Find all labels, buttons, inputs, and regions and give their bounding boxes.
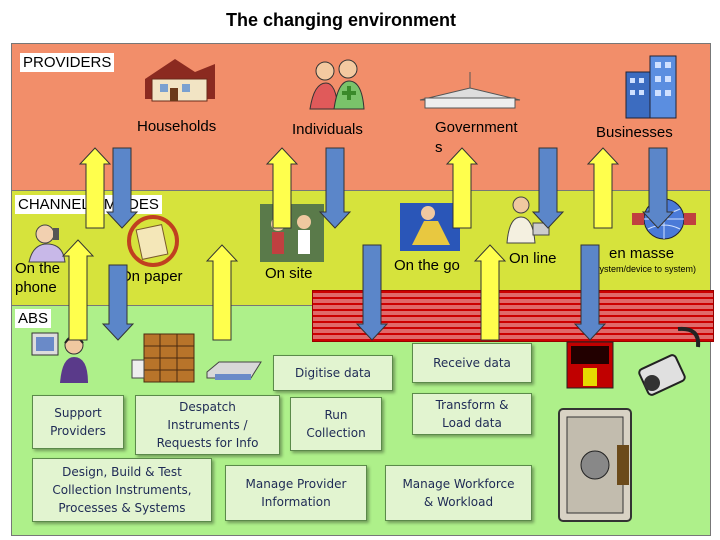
manage-workforce-box: Manage Workforce & Workload (385, 465, 532, 521)
down-arrow-households (105, 147, 139, 229)
down-arrow-businesses (641, 147, 675, 229)
up-arrow-shape (473, 244, 507, 341)
digitise-data-box: Digitise data (273, 355, 393, 391)
database-screen-icon (566, 341, 614, 389)
on-line-label: On line (509, 250, 557, 267)
design-build-test-box: Design, Build & Test Collection Instrume… (32, 458, 212, 522)
individuals-label: Individuals (292, 121, 363, 138)
down-arrow-individuals (318, 147, 352, 229)
providers-tag: PROVIDERS (20, 53, 115, 72)
diagram-title: The changing environment (225, 10, 457, 30)
office-building-icon (625, 55, 677, 119)
up-arrow-shape (265, 147, 299, 229)
households-label: Households (137, 118, 217, 135)
up-arrow-shape (445, 147, 479, 229)
transform-load-box: Transform & Load data (412, 393, 532, 435)
camera-icon (638, 326, 701, 396)
down-arrow-shape (531, 147, 565, 229)
paper-form-icon (127, 215, 179, 267)
down-arrow-shape (573, 244, 607, 341)
scanner-icon (206, 361, 262, 380)
up-arrow-businesses (586, 147, 620, 229)
down-arrow-government (531, 147, 565, 229)
down-arrow-phone (101, 264, 135, 341)
up-arrow-individuals (265, 147, 299, 229)
down-arrow-shape (355, 244, 389, 341)
up-arrow-shape (205, 244, 239, 341)
en-masse-note: (system/device to system) (592, 264, 697, 274)
up-arrow-shape (78, 147, 112, 229)
on-site-label: On site (265, 265, 313, 282)
on-the-phone-label: On the phone (15, 260, 61, 296)
parliament-icon (419, 72, 521, 109)
down-arrow-shape (318, 147, 352, 229)
house-icon (145, 59, 215, 102)
site-visit-icon (260, 204, 324, 262)
businesses-label: Businesses (596, 124, 673, 141)
phone-user-icon (28, 224, 66, 263)
down-arrow-site (355, 244, 389, 341)
down-arrow-shape (641, 147, 675, 229)
computer-user-icon (506, 196, 550, 244)
on-paper-label: On paper (120, 268, 183, 285)
people-icon (309, 59, 365, 110)
safe-icon (558, 408, 632, 522)
support-providers-box: Support Providers (32, 395, 124, 449)
up-arrow-paper (205, 244, 239, 341)
mobile-user-icon (400, 203, 460, 251)
governments-label: Government s (435, 119, 518, 156)
despatch-instruments-box: Despatch Instruments / Requests for Info (135, 395, 280, 455)
manage-provider-box: Manage Provider Information (225, 465, 367, 521)
on-the-go-label: On the go (394, 257, 460, 274)
abs-tag: ABS (15, 309, 52, 328)
up-arrow-households (78, 147, 112, 229)
down-arrow-shape (105, 147, 139, 229)
up-arrow-government (445, 147, 479, 229)
down-arrow-online (573, 244, 607, 341)
en-masse-label: en masse (609, 245, 675, 262)
filing-cabinet-icon (131, 333, 195, 383)
down-arrow-shape (101, 264, 135, 341)
run-collection-box: Run Collection (290, 397, 382, 451)
up-arrow-go (473, 244, 507, 341)
up-arrow-shape (61, 239, 95, 341)
up-arrow-phone (61, 239, 95, 341)
up-arrow-shape (586, 147, 620, 229)
receive-data-box: Receive data (412, 343, 532, 383)
